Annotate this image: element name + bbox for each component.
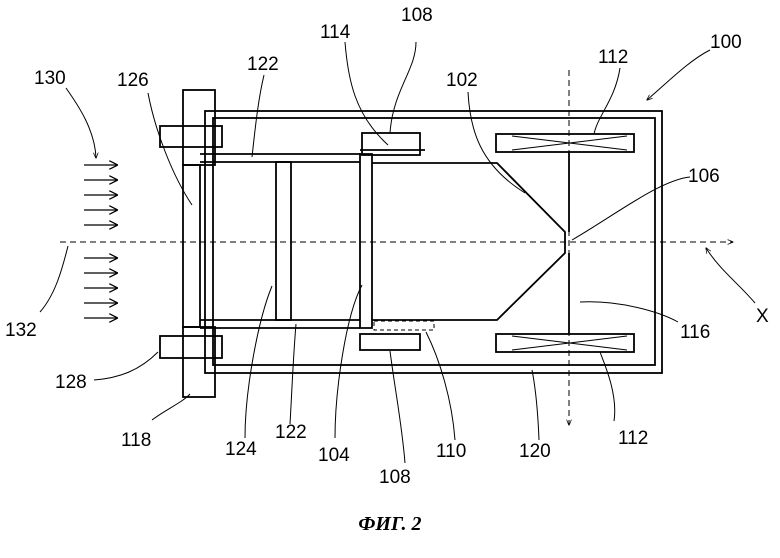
figure-caption: ФИГ. 2 xyxy=(0,513,780,536)
label-112-top: 112 xyxy=(598,47,628,68)
label-112-bottom: 112 xyxy=(618,428,648,449)
label-122-top: 122 xyxy=(247,54,279,75)
label-104: 104 xyxy=(318,445,350,466)
magnet-top xyxy=(362,133,420,155)
target-body xyxy=(360,154,565,328)
label-114: 114 xyxy=(320,22,351,43)
label-X: X xyxy=(756,306,769,327)
flange-bottom-block xyxy=(183,327,215,397)
label-132: 132 xyxy=(5,320,37,341)
label-108-top: 108 xyxy=(401,5,433,26)
label-116: 116 xyxy=(680,322,710,343)
label-122-bottom: 122 xyxy=(275,422,307,443)
ring-frame xyxy=(276,162,291,320)
inlet-flange xyxy=(183,165,200,327)
label-102: 102 xyxy=(446,70,478,91)
magnet-bottom xyxy=(360,334,420,350)
label-120: 120 xyxy=(519,441,551,462)
label-130: 130 xyxy=(34,68,66,89)
label-118: 118 xyxy=(121,430,151,451)
label-108-bottom: 108 xyxy=(379,467,411,488)
label-124: 124 xyxy=(225,439,257,460)
label-128: 128 xyxy=(55,372,87,393)
label-100: 100 xyxy=(710,32,742,53)
label-126: 126 xyxy=(117,70,149,91)
label-106: 106 xyxy=(688,166,720,187)
label-110: 110 xyxy=(436,441,466,462)
sensor-110 xyxy=(374,321,434,330)
